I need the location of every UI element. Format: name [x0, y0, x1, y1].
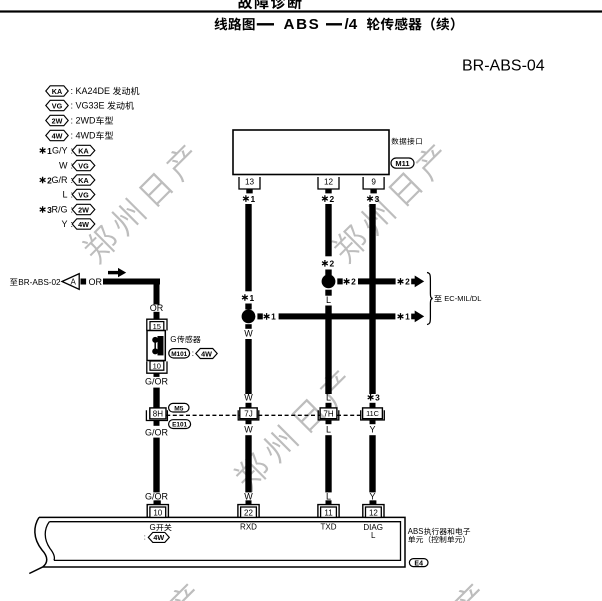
svg-text:11: 11: [324, 508, 333, 517]
svg-text:L: L: [62, 190, 67, 200]
svg-text:12: 12: [369, 508, 378, 517]
svg-text:TXD: TXD: [321, 523, 337, 532]
svg-text:L: L: [326, 393, 331, 403]
svg-text:E4: E4: [414, 560, 423, 567]
svg-text:BR-ABS-02: BR-ABS-02: [18, 278, 61, 287]
svg-text:4W: 4W: [153, 533, 164, 542]
svg-text:KA: KA: [78, 146, 88, 155]
svg-text:: KA24DE: : KA24DE: [71, 86, 111, 96]
svg-text:R/G: R/G: [51, 205, 67, 215]
svg-text:ABS: ABS: [284, 16, 321, 33]
svg-text:15: 15: [153, 322, 161, 331]
svg-text:: 2WD: : 2WD: [71, 116, 97, 126]
svg-text:/4: /4: [345, 16, 358, 33]
svg-text:2: 2: [329, 259, 334, 269]
svg-text:EC-MIL/DL: EC-MIL/DL: [444, 294, 481, 303]
svg-text:KA: KA: [78, 176, 88, 185]
svg-text:22: 22: [244, 508, 253, 517]
svg-text:E101: E101: [172, 422, 187, 429]
svg-text:2: 2: [351, 277, 356, 287]
svg-text:G/Y: G/Y: [52, 146, 68, 156]
svg-text::: :: [144, 533, 146, 542]
svg-text:10: 10: [153, 508, 162, 517]
svg-text:G/OR: G/OR: [145, 492, 169, 502]
svg-text:A: A: [71, 278, 77, 287]
svg-text:VG: VG: [78, 190, 89, 199]
svg-text:OR: OR: [150, 303, 164, 313]
svg-text:W: W: [59, 161, 68, 171]
svg-text:1: 1: [47, 146, 52, 156]
svg-text:VG: VG: [52, 101, 63, 110]
svg-text:ABS: ABS: [408, 527, 424, 536]
svg-text:M11: M11: [395, 159, 409, 168]
svg-text:1: 1: [250, 194, 255, 204]
svg-text:VG: VG: [78, 161, 89, 170]
svg-text:8H: 8H: [153, 410, 163, 419]
svg-text:7H: 7H: [323, 410, 333, 419]
svg-text:9: 9: [371, 178, 376, 187]
svg-text:13: 13: [245, 178, 255, 187]
svg-text:G: G: [150, 523, 156, 532]
svg-text:1: 1: [249, 293, 254, 303]
svg-text:G/OR: G/OR: [145, 427, 169, 437]
svg-text:1: 1: [271, 312, 276, 322]
svg-text:2: 2: [47, 175, 52, 185]
svg-text:G/OR: G/OR: [145, 376, 169, 386]
svg-text:11C: 11C: [366, 409, 379, 418]
svg-text:2: 2: [405, 277, 410, 287]
svg-text:W: W: [244, 329, 253, 339]
svg-text:3: 3: [375, 393, 380, 403]
svg-text:W: W: [244, 393, 253, 403]
svg-text:L: L: [326, 424, 331, 434]
svg-text:L: L: [326, 295, 331, 305]
svg-text:4W: 4W: [52, 131, 63, 140]
svg-text:L: L: [371, 531, 376, 540]
svg-text:L: L: [326, 492, 331, 502]
svg-text:Y: Y: [369, 492, 375, 502]
svg-text:: VG33E: : VG33E: [71, 101, 105, 111]
svg-text:M101: M101: [171, 351, 187, 358]
svg-text:4W: 4W: [201, 349, 212, 358]
svg-text:G/R: G/R: [51, 175, 68, 185]
svg-text:W: W: [244, 492, 253, 502]
svg-text:4W: 4W: [78, 220, 89, 229]
svg-text:DIAG: DIAG: [363, 523, 383, 532]
svg-text:OR: OR: [89, 277, 103, 287]
svg-text:2W: 2W: [78, 205, 89, 214]
svg-text:1: 1: [405, 312, 410, 322]
svg-text::: :: [192, 349, 194, 358]
svg-text:3: 3: [47, 205, 52, 215]
svg-text:10: 10: [153, 362, 161, 371]
svg-text:RXD: RXD: [240, 523, 257, 532]
svg-text:BR-ABS-04: BR-ABS-04: [462, 58, 545, 75]
svg-text:: 4WD: : 4WD: [71, 131, 97, 141]
svg-text:Y: Y: [369, 424, 375, 434]
svg-text:W: W: [244, 424, 253, 434]
svg-text:7J: 7J: [244, 410, 252, 419]
svg-text:G: G: [170, 335, 176, 344]
svg-text:2W: 2W: [52, 116, 63, 125]
svg-text:Y: Y: [61, 219, 67, 229]
svg-text:12: 12: [324, 178, 334, 187]
svg-text:2: 2: [329, 194, 334, 204]
svg-text:KA: KA: [52, 87, 62, 96]
svg-text:M5: M5: [174, 405, 183, 412]
